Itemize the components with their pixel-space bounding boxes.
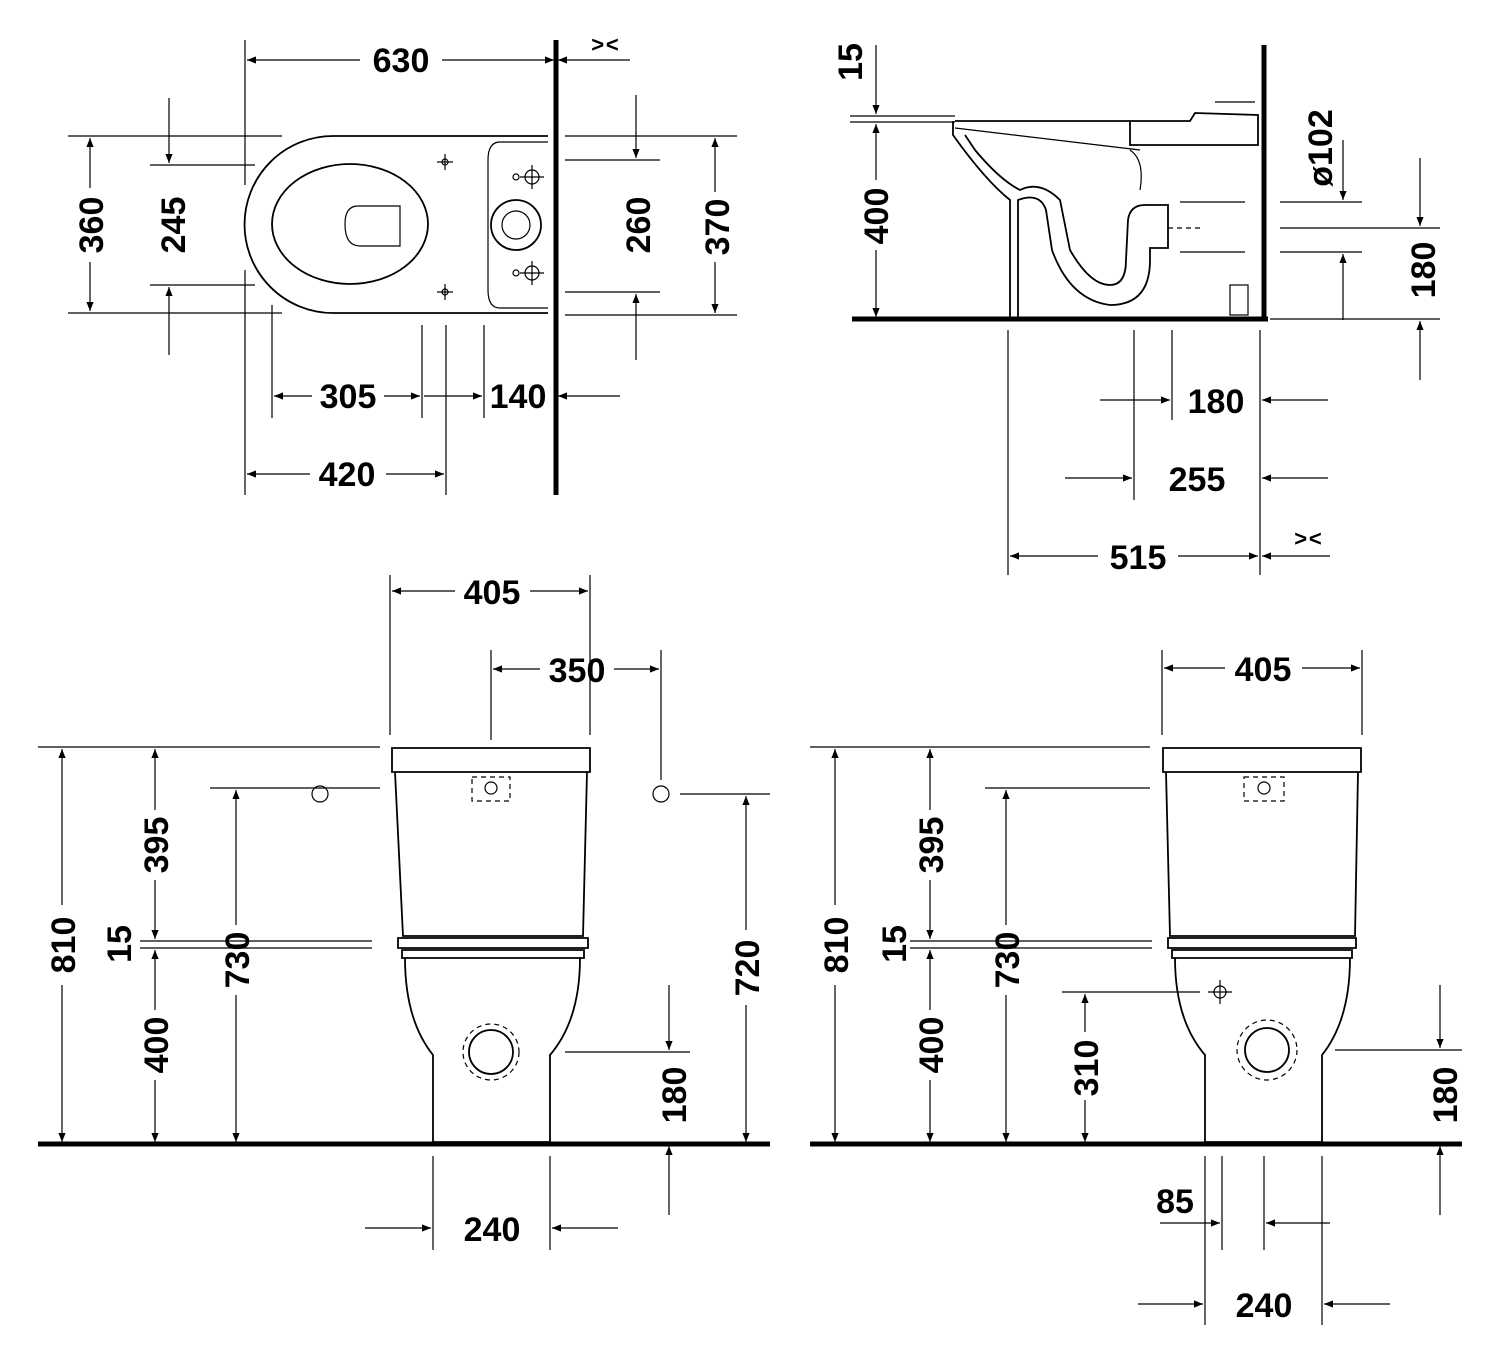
dim-305: 305 [320,378,377,416]
front-right-dimension-lines [831,664,1444,1308]
top-view-dimension-lines [86,56,719,478]
dim-360: 360 [73,197,111,254]
dim-d102: ø102 [1302,109,1340,187]
front-view-right: 405 810 395 15 400 730 310 180 85 240 [810,650,1465,1325]
dim-515: 515 [1110,539,1167,577]
bowl-outline [243,135,548,314]
bowl-right [1174,957,1351,1143]
outlet-circle-inner [501,210,531,240]
dim-140: 140 [490,378,547,416]
dim-350: 350 [549,652,606,690]
front-left-extension-lines [38,575,770,1250]
dim-180-side-height: 180 [1405,242,1443,299]
dim-395-right: 395 [913,817,951,874]
dim-310: 310 [1068,1040,1106,1097]
dim-370: 370 [699,199,737,256]
fixing-hole-left-a [311,785,329,803]
dim-245: 245 [155,197,193,254]
dim-240-left: 240 [464,1211,521,1249]
side-view-extension-lines [850,101,1440,575]
dim-720: 720 [729,940,767,997]
clearance-mark-side: > < [1294,526,1322,551]
bowl-profile [952,121,1169,319]
dim-180-side-depth: 180 [1188,383,1245,421]
dim-180-right: 180 [1427,1067,1465,1124]
dim-405-right: 405 [1235,651,1292,689]
seat-band-left [397,937,589,959]
dim-400-left: 400 [138,1017,176,1074]
dim-810-left: 810 [45,917,83,974]
tank-left [391,747,591,937]
dim-400-right: 400 [913,1017,951,1074]
dim-260: 260 [620,197,658,254]
outlet-circle-outer [490,199,542,251]
bowl-left [404,957,581,1143]
front-right-extension-lines [810,650,1462,1325]
dim-15-side: 15 [832,43,870,81]
dim-810-right: 810 [818,917,856,974]
dim-85: 85 [1156,1183,1194,1221]
dim-240-right: 240 [1236,1287,1293,1325]
fixing-hole-left-b [652,785,670,803]
dim-730-right: 730 [989,932,1027,989]
dim-15-right: 15 [876,925,914,963]
tank-right [1162,747,1362,937]
seat-lid [955,112,1259,146]
side-view-dimension-lines [872,45,1424,560]
wall-bracket [1229,284,1249,316]
bowl-well [344,205,401,247]
seat-band-right [1167,937,1357,959]
dim-420: 420 [319,456,376,494]
front-view-left: 405 350 810 395 15 400 730 720 180 240 [38,574,770,1250]
dim-405-left: 405 [464,574,521,612]
clearance-mark-top: > < [591,32,619,57]
top-view-extension-lines [68,40,737,495]
dim-255: 255 [1169,461,1226,499]
tank-outline [487,141,548,309]
dim-730-left: 730 [219,932,257,989]
fixing-holes-top [437,154,544,300]
top-view: 630 > < 360 245 260 370 305 140 420 [68,32,737,495]
dim-395-left: 395 [138,817,176,874]
dim-400-side: 400 [858,188,896,245]
side-view: 15 400 ø102 180 180 255 515 > < [832,43,1443,577]
dim-180-left: 180 [656,1067,694,1124]
seat-opening [271,163,429,285]
dim-630: 630 [373,42,430,80]
front-left-dimension-lines [58,587,750,1232]
dim-15-left: 15 [101,925,139,963]
